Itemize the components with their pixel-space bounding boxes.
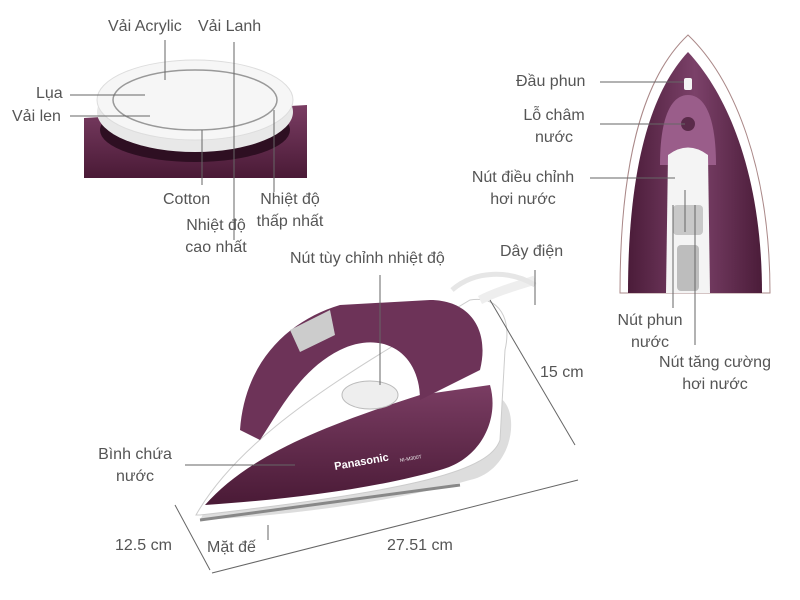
label-steam-boost: Nút tăng cường hơi nước <box>650 352 780 396</box>
label-min-temp: Nhiệt độ thấp nhất <box>250 189 330 233</box>
label-max-temp: Nhiệt độ cao nhất <box>180 215 252 259</box>
label-power-cord: Dây điện <box>500 243 564 260</box>
label-line: Nút điều chỉnh <box>471 169 575 186</box>
iron-top-view <box>619 34 771 294</box>
label-line: Nhiệt độ <box>186 217 246 234</box>
label-soleplate: Mặt đế <box>207 539 256 556</box>
dimension-height: 15 cm <box>540 364 584 381</box>
label-line: nước <box>630 334 670 351</box>
label-silk: Lụa <box>36 85 63 102</box>
label-spray-button: Nút phun nước <box>608 310 692 354</box>
dial-closeup <box>84 43 307 178</box>
label-linen: Vải Lanh <box>198 18 262 35</box>
label-wool: Vải len <box>12 108 61 125</box>
label-cotton: Cotton <box>163 191 211 208</box>
label-steam-control: Nút điều chỉnh hơi nước <box>460 167 586 211</box>
label-acrylic: Vải Acrylic <box>108 18 182 35</box>
label-line: cao nhất <box>185 239 247 256</box>
label-spray-nozzle: Đầu phun <box>516 73 586 90</box>
label-line: Nút phun <box>617 312 683 329</box>
leader-lines <box>70 40 696 574</box>
dimension-length: 27.51 cm <box>387 537 453 554</box>
label-water-tank: Bình chứa nước <box>90 444 180 488</box>
label-temp-dial: Nút tùy chỉnh nhiệt độ <box>290 250 445 267</box>
label-line: Nút tăng cường <box>659 354 771 371</box>
label-line: Lỗ châm <box>523 107 585 124</box>
label-line: hơi nước <box>490 191 556 208</box>
iron-side-view <box>195 271 537 522</box>
label-water-inlet: Lỗ châm nước <box>512 105 596 149</box>
label-line: hơi nước <box>682 376 748 393</box>
label-line: thấp nhất <box>256 213 324 230</box>
dimension-width: 12.5 cm <box>115 537 172 554</box>
label-line: Nhiệt độ <box>260 191 320 208</box>
label-line: nước <box>534 129 574 146</box>
label-line: Bình chứa <box>98 446 172 463</box>
label-line: nước <box>115 468 155 485</box>
model-label: NI-M300T <box>399 454 422 464</box>
